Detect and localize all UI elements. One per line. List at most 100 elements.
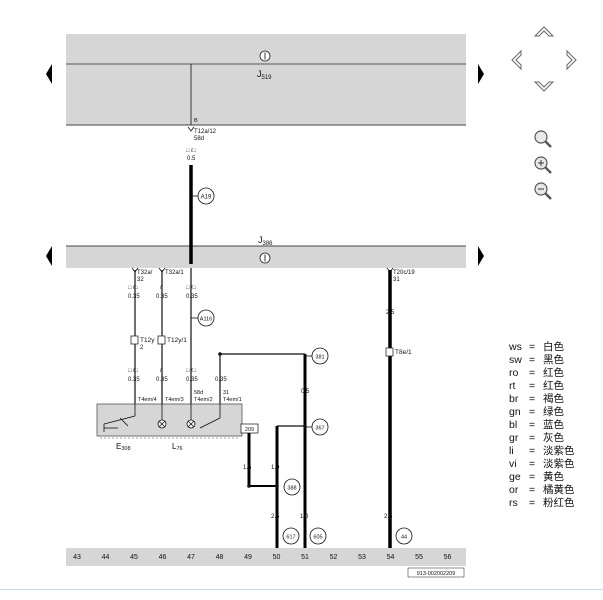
component-box [96,403,243,437]
ruler-label: 52 [330,554,338,561]
legend-color-name: 粉红色 [543,497,575,509]
legend-code: gr [509,432,519,444]
node-44 [395,527,413,545]
top-unit-label: J519 [257,69,272,81]
ruler-label: 44 [102,554,110,561]
legend-color-name: 淡紫色 [543,445,575,457]
svg-text:0.35: 0.35 [186,294,198,300]
conn-58d-label: 58d [194,136,204,142]
svg-text:1.5: 1.5 [243,465,252,471]
legend-equals: = [529,367,536,379]
svg-text:T32a/: T32a/ [137,270,153,276]
legend-equals: = [529,458,536,470]
legend-color-name: 橘黄色 [543,484,575,496]
ruler-label: 56 [444,554,452,561]
mid-unit-symbol-icon [259,252,271,264]
pan-left-icon[interactable] [511,49,522,71]
svg-text:58d: 58d [194,390,203,396]
svg-text:0.35: 0.35 [215,377,227,383]
ruler-label: 49 [244,554,252,561]
svg-text:605: 605 [313,535,322,541]
legend-equals: = [529,484,536,496]
legend-equals: = [529,406,536,418]
top-unit-symbol-icon [259,50,271,62]
legend-item: gn=绿色 [509,406,575,419]
legend-item: gr = 灰色 [509,432,575,445]
legend-code: rs [509,497,518,509]
svg-text:A19: A19 [201,195,212,201]
legend-equals: = [529,393,536,405]
legend-item: vi=淡紫色 [509,458,575,471]
svg-text:T12y: T12y [140,337,155,344]
mid-unit-label: J386 [258,235,273,247]
svg-text:T12y/1: T12y/1 [167,337,187,344]
control-unit-j519-panel [66,34,466,125]
legend-equals: = [529,432,536,444]
lamp-symbol-icon [186,404,221,429]
legend-equals: = [529,341,536,353]
svg-text:2.5: 2.5 [384,514,393,520]
legend-color-name: 红色 [543,367,564,379]
next-section-arrow-icon[interactable] [478,246,484,266]
legend-item: rs=粉红色 [509,497,575,510]
node-388 [283,478,301,496]
svg-text:2: 2 [140,345,144,351]
legend-color-name: 褐色 [543,393,564,405]
svg-text:1.0: 1.0 [271,465,280,471]
conn-t12a-label: T12a/12 [194,129,217,135]
column-ruler [66,548,466,566]
switch-symbol-icon [103,404,136,432]
legend-code: vi [509,458,517,470]
legend-item: or = 橘黄色 [509,484,575,497]
legend-color-name: 灰色 [543,432,564,444]
wire-color-label: □ /□ [186,148,196,154]
legend-code: br [509,393,519,405]
conn-t12y-box [130,335,139,345]
ref-code-box [407,567,465,578]
legend-item: bl=蓝色 [509,419,575,432]
svg-text:A116: A116 [200,317,212,323]
legend-code: li [509,445,514,457]
legend-code: ro [509,367,519,379]
ruler-label: 45 [130,554,138,561]
node-605 [309,527,327,545]
ruler-label: 55 [415,554,423,561]
prev-section-arrow-icon[interactable] [46,246,52,266]
legend-item: ws = 白色 [509,341,575,354]
legend-item: li = 淡紫色 [509,445,575,458]
svg-text:/: / [160,368,162,374]
svg-text:381: 381 [315,355,324,361]
svg-text:□ /□: □ /□ [128,285,138,291]
zoom-fit-icon[interactable] [534,130,552,148]
zoom-in-icon[interactable] [534,156,552,174]
svg-text:T4em/1: T4em/1 [223,397,242,403]
legend-item: rt=红色 [509,380,575,393]
ruler-label: 53 [358,554,366,561]
legend-code: bl [509,419,518,431]
legend-equals: = [529,445,536,457]
pan-up-icon[interactable] [533,26,555,37]
legend-color-name: 黑色 [543,354,564,366]
prev-page-arrow-icon[interactable] [46,64,52,84]
svg-text:0.35: 0.35 [128,377,140,383]
conn-t12y1-box [157,335,166,345]
pan-down-icon[interactable] [533,81,555,92]
svg-text:367: 367 [315,426,324,432]
legend-equals: = [529,419,536,431]
ref-code: 913-002002209 [417,571,456,577]
zoom-out-icon[interactable] [534,182,552,200]
conn-t8e-box [385,347,394,357]
legend-color-name: 白色 [543,341,564,353]
component-l76-label: L76 [172,442,183,452]
pan-right-icon[interactable] [566,49,577,71]
ruler-label: 50 [273,554,281,561]
svg-text:□ /□: □ /□ [128,368,138,374]
conn-b-label: B [194,118,198,124]
svg-text:2.5: 2.5 [271,514,280,520]
next-page-arrow-icon[interactable] [478,64,484,84]
legend-code: or [509,484,519,496]
svg-text:T4em/2: T4em/2 [194,397,213,403]
legend-code: ws [509,341,522,353]
